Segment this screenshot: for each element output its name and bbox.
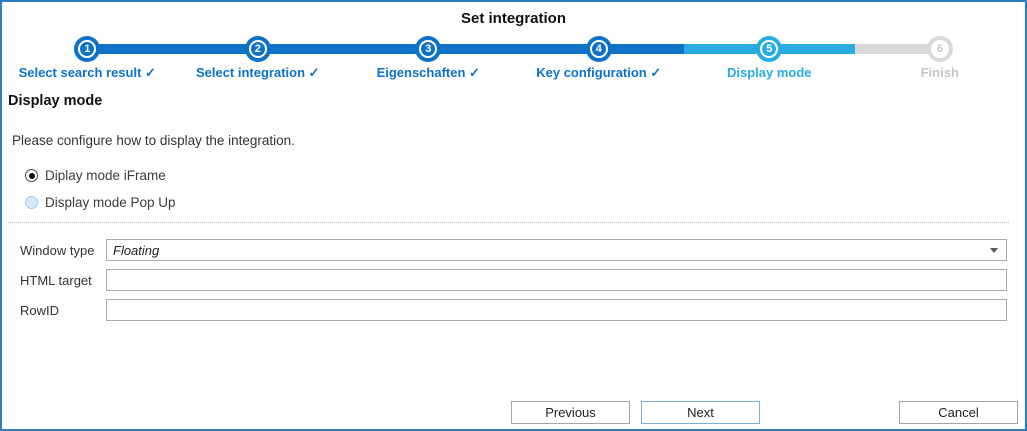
step-number: 4 bbox=[589, 40, 608, 58]
form-row-html-target: HTML target bbox=[20, 269, 1007, 291]
rowid-input[interactable] bbox=[106, 299, 1007, 321]
step-select-search-result[interactable]: 1 Select search result ✓ bbox=[2, 36, 173, 80]
step-track: 3 bbox=[343, 36, 514, 62]
step-label: Display mode bbox=[726, 65, 812, 80]
radio-display-mode-popup[interactable]: Display mode Pop Up bbox=[25, 195, 1025, 210]
radio-unselected-icon bbox=[25, 196, 38, 209]
progress-segment bbox=[767, 44, 855, 54]
progress-segment bbox=[854, 44, 942, 54]
html-target-input[interactable] bbox=[106, 269, 1007, 291]
rowid-label: RowID bbox=[20, 302, 60, 318]
window-type-value: Floating bbox=[113, 242, 160, 258]
progress-segment bbox=[513, 44, 601, 54]
progress-segment bbox=[172, 44, 260, 54]
cancel-button[interactable]: Cancel bbox=[899, 401, 1018, 424]
wizard-title: Set integration bbox=[460, 10, 566, 27]
progress-segment bbox=[426, 44, 514, 54]
instruction-text: Please configure how to display the inte… bbox=[12, 133, 295, 148]
previous-button[interactable]: Previous bbox=[511, 401, 630, 424]
step-number: 6 bbox=[930, 40, 949, 58]
progress-segment bbox=[256, 44, 343, 54]
step-circle: 1 bbox=[74, 36, 101, 62]
step-number: 3 bbox=[419, 40, 438, 58]
step-circle: 5 bbox=[756, 36, 783, 62]
radio-selected-icon bbox=[25, 169, 38, 182]
step-display-mode[interactable]: 5 Display mode bbox=[684, 36, 855, 80]
step-track: 6 bbox=[854, 36, 1026, 62]
radio-display-mode-iframe[interactable]: Diplay mode iFrame bbox=[25, 168, 1025, 183]
html-target-label: HTML target bbox=[20, 272, 92, 288]
dropdown-arrow-icon bbox=[990, 247, 998, 253]
window-type-label: Window type bbox=[20, 242, 95, 258]
step-key-configuration[interactable]: 4 Key configuration ✓ bbox=[513, 36, 684, 80]
step-label: Finish bbox=[920, 65, 959, 80]
step-label: Select search result ✓ bbox=[18, 65, 156, 80]
step-label: Select integration ✓ bbox=[195, 65, 320, 80]
page-title: Display mode bbox=[8, 93, 103, 109]
progress-segment bbox=[85, 44, 173, 54]
dotted-divider bbox=[8, 222, 1009, 223]
step-progress-bar: 1 Select search result ✓ 2 Select integr… bbox=[2, 36, 1025, 80]
step-track: 5 bbox=[684, 36, 855, 62]
step-finish: 6 Finish bbox=[854, 36, 1026, 80]
step-select-integration[interactable]: 2 Select integration ✓ bbox=[172, 36, 343, 80]
step-number: 1 bbox=[78, 40, 97, 58]
step-number: 5 bbox=[760, 40, 779, 58]
radio-label: Display mode Pop Up bbox=[45, 195, 176, 210]
progress-segment bbox=[597, 44, 684, 54]
next-button[interactable]: Next bbox=[641, 401, 760, 424]
step-label: Eigenschaften ✓ bbox=[376, 65, 480, 80]
step-track: 4 bbox=[513, 36, 684, 62]
step-track: 1 bbox=[2, 36, 173, 62]
step-label: Key configuration ✓ bbox=[536, 65, 662, 80]
progress-segment bbox=[684, 44, 771, 54]
step-circle: 6 bbox=[926, 36, 953, 62]
step-circle: 2 bbox=[244, 36, 271, 62]
progress-segment bbox=[343, 44, 430, 54]
step-circle: 3 bbox=[415, 36, 442, 62]
display-settings-form: Window type Floating HTML target RowID bbox=[2, 239, 1025, 321]
step-track: 2 bbox=[172, 36, 343, 62]
form-row-rowid: RowID bbox=[20, 299, 1007, 321]
radio-label: Diplay mode iFrame bbox=[45, 168, 166, 183]
window-type-dropdown[interactable]: Floating bbox=[106, 239, 1007, 261]
form-row-window-type: Window type Floating bbox=[20, 239, 1007, 261]
display-mode-options: Diplay mode iFrame Display mode Pop Up bbox=[25, 168, 1025, 210]
step-eigenschaften[interactable]: 3 Eigenschaften ✓ bbox=[343, 36, 514, 80]
step-number: 2 bbox=[248, 40, 267, 58]
step-circle: 4 bbox=[585, 36, 612, 62]
